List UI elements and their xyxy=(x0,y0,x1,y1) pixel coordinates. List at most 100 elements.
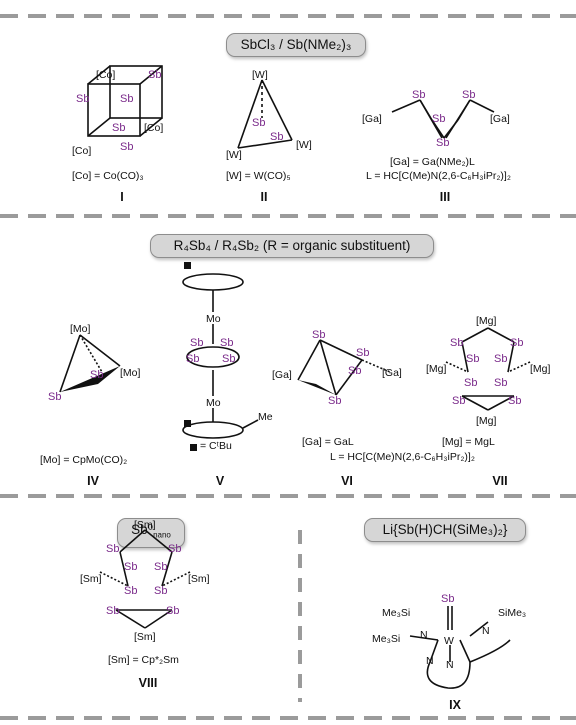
sb0-label: Sb⁰ xyxy=(131,522,154,537)
II-sb-1: Sb xyxy=(252,117,265,129)
IX-w: W xyxy=(444,635,454,647)
I-sb-2: Sb xyxy=(76,93,89,105)
I-co-2: [Co] xyxy=(144,122,163,134)
separator-bottom xyxy=(0,716,576,720)
VIII-sb-4: Sb xyxy=(154,561,167,573)
structure-I-bonds xyxy=(87,65,163,137)
VII-sb-7: Sb xyxy=(452,395,465,407)
VII-caption: [Mg] = MgL xyxy=(442,436,495,448)
III-caption-1: [Ga] = Ga(NMe₂)L xyxy=(390,156,475,168)
VI-ga-2: [Ga] xyxy=(382,367,402,379)
I-sb-3: Sb xyxy=(120,93,133,105)
VIII-sb-1: Sb xyxy=(106,543,119,555)
IX-n-3: N xyxy=(426,655,434,667)
VII-sb-4: Sb xyxy=(494,353,507,365)
III-sb-2: Sb xyxy=(462,89,475,101)
separator-1 xyxy=(0,214,576,218)
VIII-sb-3: Sb xyxy=(124,561,137,573)
IX-n-2: N xyxy=(482,625,490,637)
V-caption: = CᵗBu xyxy=(200,440,232,452)
section-title-sbcl3: SbCl₃ / Sb(NMe₂)₃ xyxy=(226,33,366,57)
structure-IX-bonds xyxy=(409,606,511,689)
III-sb-3: Sb xyxy=(432,113,445,125)
VI-sb-1: Sb xyxy=(312,329,325,341)
III-numeral: III xyxy=(439,190,451,204)
VI-sb-2: Sb xyxy=(356,347,369,359)
III-ga-2: [Ga] xyxy=(490,113,510,125)
IV-caption: [Mo] = CpMo(CO)₂ xyxy=(40,454,128,466)
V-sb-2: Sb xyxy=(220,337,233,349)
VIII-sb-8: Sb xyxy=(166,605,179,617)
VIII-sm-2: [Sm] xyxy=(80,573,102,585)
IX-n-1: N xyxy=(420,629,428,641)
separator-2 xyxy=(0,494,576,498)
VI-ga-1: [Ga] xyxy=(272,369,292,381)
IV-numeral: IV xyxy=(87,474,99,488)
VIII-sm-1: [Sm] xyxy=(134,519,156,531)
II-sb-2: Sb xyxy=(270,131,283,143)
I-co-1: [Co] xyxy=(96,69,115,81)
nano-sub: nano xyxy=(153,530,171,540)
VII-sb-5: Sb xyxy=(464,377,477,389)
I-sb-4: Sb xyxy=(112,122,125,134)
VII-sb-3: Sb xyxy=(466,353,479,365)
VII-sb-2: Sb xyxy=(510,337,523,349)
II-numeral: II xyxy=(260,190,268,204)
VIII-sb-2: Sb xyxy=(168,543,181,555)
VII-sb-8: Sb xyxy=(508,395,521,407)
I-sb-5: Sb xyxy=(120,141,133,153)
V-me: Me xyxy=(258,411,273,423)
VIII-sb-5: Sb xyxy=(124,585,137,597)
separator-top xyxy=(0,14,576,18)
VI-sb-3: Sb xyxy=(348,365,361,377)
IX-sime3: SiMe₃ xyxy=(498,607,526,619)
I-numeral: I xyxy=(120,190,124,204)
III-ga-1: [Ga] xyxy=(362,113,382,125)
structure-V-markers xyxy=(184,262,197,451)
II-caption: [W] = W(CO)₅ xyxy=(226,170,291,182)
II-w-3: [W] xyxy=(296,139,312,151)
VI-caption: [Ga] = GaL xyxy=(302,436,354,448)
V-mo-1: Mo xyxy=(206,313,221,325)
section-title-sb0-nano: Sb⁰nano xyxy=(117,518,185,548)
I-sb-1: Sb xyxy=(148,69,161,81)
VII-mg-2: [Mg] xyxy=(426,363,447,375)
V-sb-3: Sb xyxy=(186,353,199,365)
VII-sb-6: Sb xyxy=(494,377,507,389)
section-title-r4sb4: R₄Sb₄ / R₄Sb₂ (R = organic substituent) xyxy=(150,234,434,258)
section-title-lisb: Li{Sb(H)CH(SiMe₃)₂} xyxy=(364,518,526,542)
VI-VII-caption: L = HC[C(Me)N(2,6-C₆H₃iPr₂)]₂ xyxy=(330,451,475,463)
VIII-sm-3: [Sm] xyxy=(188,573,210,585)
VIII-sm-4: [Sm] xyxy=(134,631,156,643)
IV-sb-2: Sb xyxy=(48,391,61,403)
IX-me3si-1: Me₃Si xyxy=(382,607,410,619)
structure-VI-bonds xyxy=(297,339,391,396)
IV-mo-1: [Mo] xyxy=(70,323,91,335)
V-numeral: V xyxy=(215,474,225,488)
IX-numeral: IX xyxy=(449,698,461,712)
structure-VII-bonds xyxy=(445,327,531,411)
III-sb-4: Sb xyxy=(436,137,449,149)
atom-labels: [Co] Sb Sb Sb Sb [Co] [Co] Sb [W] Sb Sb … xyxy=(48,69,551,671)
IX-n-4: N xyxy=(446,659,454,671)
IX-sb: Sb xyxy=(441,593,454,605)
I-co-3: [Co] xyxy=(72,145,91,157)
structure-VIII-bonds xyxy=(99,529,191,629)
V-sb-4: Sb xyxy=(222,353,235,365)
I-caption: [Co] = Co(CO)₃ xyxy=(72,170,144,182)
VII-numeral: VII xyxy=(492,474,508,488)
III-sb-1: Sb xyxy=(412,89,425,101)
VIII-caption: [Sm] = Cp*₂Sm xyxy=(108,654,179,666)
VI-numeral: VI xyxy=(341,474,353,488)
VIII-numeral: VIII xyxy=(138,676,158,690)
structure-IV-bonds xyxy=(59,334,121,393)
IV-mo-2: [Mo] xyxy=(120,367,141,379)
III-caption-2: L = HC[C(Me)N(2,6-C₆H₃iPr₂)]₂ xyxy=(366,170,511,182)
II-w-2: [W] xyxy=(226,149,242,161)
V-sb-1: Sb xyxy=(190,337,203,349)
separator-vertical xyxy=(298,530,302,702)
VIII-sb-7: Sb xyxy=(106,605,119,617)
VII-mg-1: [Mg] xyxy=(476,315,497,327)
VII-mg-4: [Mg] xyxy=(476,415,497,427)
